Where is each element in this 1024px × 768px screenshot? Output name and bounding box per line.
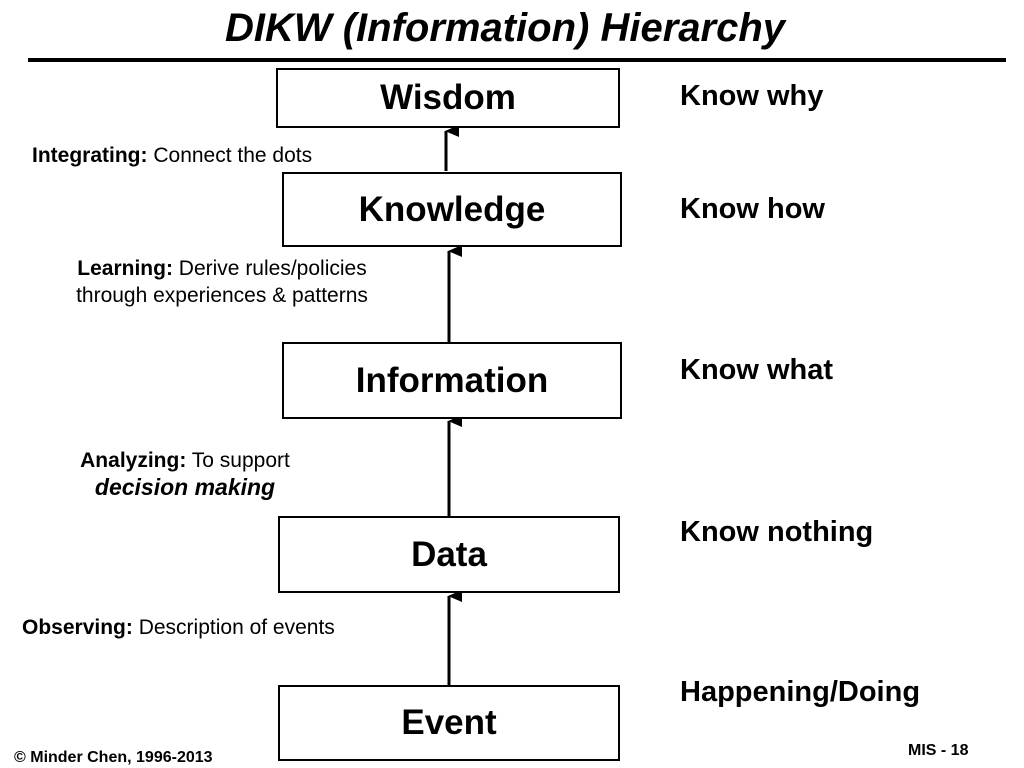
- integrating-text: Connect the dots: [153, 144, 313, 167]
- learning-text-line2: through experiences & patterns: [76, 284, 368, 307]
- know-why-label: Know why: [680, 80, 824, 112]
- wisdom-box: Wisdom: [276, 68, 620, 128]
- knowledge-box: Knowledge: [282, 172, 622, 247]
- observing-text: Description of events: [138, 616, 335, 639]
- know-nothing-label: Know nothing: [680, 516, 874, 548]
- know-how-label: Know how: [680, 193, 825, 225]
- analyzing-annotation: Analyzing: To support decision making: [40, 447, 330, 501]
- analyzing-text: To support: [191, 449, 290, 472]
- observing-annotation: Observing: Description of events: [22, 614, 335, 641]
- observing-term: Observing:: [22, 616, 133, 639]
- learning-term: Learning:: [77, 257, 173, 280]
- decision-making-emphasis: decision making: [94, 474, 276, 500]
- integrating-term: Integrating:: [32, 144, 148, 167]
- learning-text: Derive rules/policies: [178, 257, 367, 280]
- integrating-annotation: Integrating: Connect the dots: [32, 142, 312, 169]
- event-box: Event: [278, 685, 620, 761]
- analyzing-term: Analyzing:: [80, 449, 187, 472]
- page-title: DIKW (Information) Hierarchy: [224, 6, 786, 50]
- learning-annotation: Learning: Derive rules/policies through …: [40, 255, 404, 309]
- slide-number: MIS - 18: [908, 742, 969, 759]
- data-box: Data: [278, 516, 620, 593]
- happening-doing-label: Happening/Doing: [680, 676, 921, 708]
- know-what-label: Know what: [680, 354, 834, 386]
- title-underline: [28, 58, 1006, 62]
- copyright-footer: © Minder Chen, 1996-2013: [14, 749, 213, 766]
- information-box: Information: [282, 342, 622, 419]
